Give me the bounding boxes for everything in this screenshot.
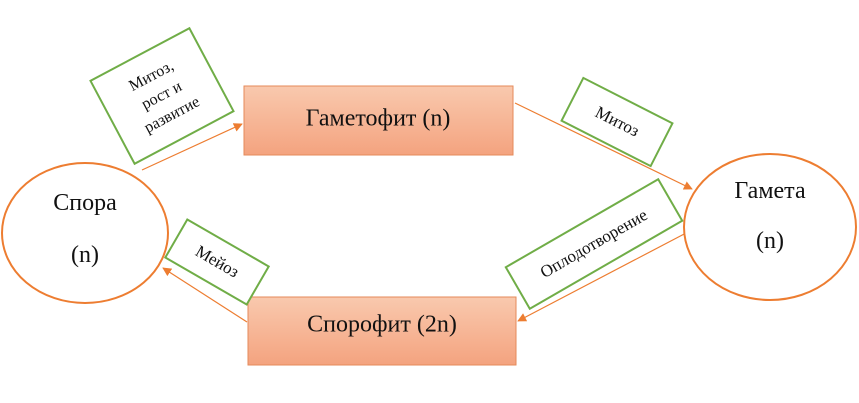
- node-sporophyte: Спорофит (2n): [247, 296, 517, 366]
- spore-ploidy: (n): [71, 242, 99, 268]
- sporophyte-label: Спорофит (2n): [307, 312, 457, 338]
- edge-label-mitosis-growth: Митоз, рост и развитие: [89, 26, 235, 166]
- arrow-spore-to-gametophyte: [141, 123, 243, 171]
- arrow-gamete-to-sporophyte: [517, 231, 689, 322]
- node-gametophyte: Гаметофит (n): [243, 85, 514, 156]
- gametophyte-label: Гаметофит (n): [306, 106, 451, 132]
- gamete-ploidy: (n): [756, 228, 784, 254]
- arrow-gametophyte-to-gamete: [514, 102, 693, 190]
- edge-label-mitosis: Митоз: [560, 76, 674, 168]
- node-gamete: Гамета (n): [683, 153, 857, 301]
- gamete-label: Гамета: [734, 178, 806, 204]
- edge-label-meiosis: Мейоз: [163, 218, 271, 306]
- edge-label-fertilization: Оплодотворение: [504, 177, 684, 311]
- node-spore: Спора (n): [1, 162, 169, 304]
- spore-label: Спора: [53, 190, 117, 216]
- connectors: [141, 102, 693, 323]
- arrow-sporophyte-to-spore: [162, 267, 248, 323]
